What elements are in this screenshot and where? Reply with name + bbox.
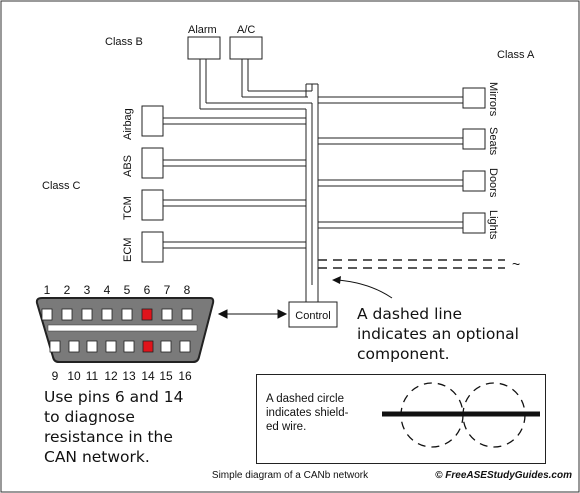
pin-8 — [181, 308, 193, 321]
pin-13 — [123, 340, 135, 353]
shielded-wire-illustration — [382, 382, 540, 448]
mirrors-label: Mirrors — [487, 82, 499, 117]
control-label: Control — [295, 310, 330, 322]
pin-number-2: 2 — [64, 283, 71, 297]
pin-number-8: 8 — [184, 283, 191, 297]
ecm-module — [141, 231, 164, 263]
pin-5 — [121, 308, 133, 321]
pin-14 — [142, 340, 154, 353]
pin-number-5: 5 — [124, 283, 131, 297]
pin-number-6: 6 — [144, 283, 151, 297]
pin-3 — [81, 308, 93, 321]
lights-module — [462, 212, 486, 234]
class-c-label: Class C — [42, 180, 81, 192]
pin-number-7: 7 — [164, 283, 171, 297]
shielded-note: A dashed circle indicates shield- ed wir… — [266, 392, 348, 434]
abs-label: ABS — [122, 155, 134, 177]
shielded-note-line-3: ed wire. — [266, 421, 307, 433]
site-credit: © FreeASEStudyGuides.com — [435, 470, 572, 481]
pin-number-4: 4 — [104, 283, 111, 297]
shielded-wire-box — [256, 374, 546, 464]
pins-note-line-4: CAN network. — [44, 448, 150, 466]
pin-11 — [86, 340, 98, 353]
ac-module — [229, 36, 263, 60]
tcm-label: TCM — [122, 196, 134, 220]
dashed-line-note: A dashed line indicates an optional comp… — [357, 304, 519, 364]
pin-number-10: 10 — [67, 369, 81, 383]
pin-2 — [61, 308, 73, 321]
ecm-label: ECM — [122, 238, 134, 262]
control-module — [288, 301, 338, 328]
class-a-label: Class A — [497, 49, 535, 61]
pin-9 — [49, 340, 61, 353]
class-b-label: Class B — [105, 36, 143, 48]
shielded-note-line-1: A dashed circle — [266, 393, 344, 405]
abs-module — [141, 147, 164, 179]
pins-note-line-2: to diagnose — [44, 408, 135, 426]
pin-16 — [179, 340, 191, 353]
dashed-note-line-3: component. — [357, 345, 450, 363]
lights-label: Lights — [487, 210, 499, 240]
doors-module — [462, 170, 486, 192]
optional-dashed-branch — [318, 259, 505, 269]
airbag-module — [141, 105, 164, 137]
pins-note-line-1: Use pins 6 and 14 — [44, 388, 184, 406]
airbag-label: Airbag — [122, 108, 134, 140]
alarm-module — [187, 36, 221, 60]
pin-number-12: 12 — [104, 369, 118, 383]
dashed-note-line-2: indicates an optional — [357, 325, 519, 343]
doors-label: Doors — [487, 168, 499, 198]
seats-label: Seats — [487, 127, 499, 156]
pin-12 — [105, 340, 117, 353]
pin-number-11: 11 — [86, 369, 99, 383]
pin-6 — [141, 308, 153, 321]
seats-module — [462, 128, 486, 150]
pins-note: Use pins 6 and 14 to diagnose resistance… — [44, 387, 183, 467]
pin-number-13: 13 — [122, 369, 136, 383]
bus-wiring — [163, 59, 463, 302]
pin-4 — [101, 308, 113, 321]
pin-number-3: 3 — [84, 283, 91, 297]
pin-number-14: 14 — [141, 369, 155, 383]
obd-connector — [35, 297, 215, 363]
ac-label: A/C — [237, 24, 255, 36]
dashed-note-line-1: A dashed line — [357, 305, 463, 323]
pin-1 — [41, 308, 53, 321]
pins-note-line-3: resistance in the — [44, 428, 173, 446]
pin-number-15: 15 — [159, 369, 173, 383]
pin-number-1: 1 — [44, 283, 51, 297]
pin-number-9: 9 — [52, 369, 59, 383]
pin-10 — [68, 340, 80, 353]
diagram-caption: Simple diagram of a CANb network — [211, 470, 369, 481]
connector-arrow — [217, 309, 288, 319]
tcm-module — [141, 189, 164, 221]
tilde-mark: ~ — [512, 256, 520, 272]
mirrors-module — [462, 87, 486, 109]
alarm-label: Alarm — [188, 24, 217, 36]
pin-15 — [160, 340, 172, 353]
pin-number-16: 16 — [178, 369, 192, 383]
note-arrow — [332, 276, 393, 299]
pin-7 — [161, 308, 173, 321]
shielded-note-line-2: indicates shield- — [266, 407, 349, 419]
